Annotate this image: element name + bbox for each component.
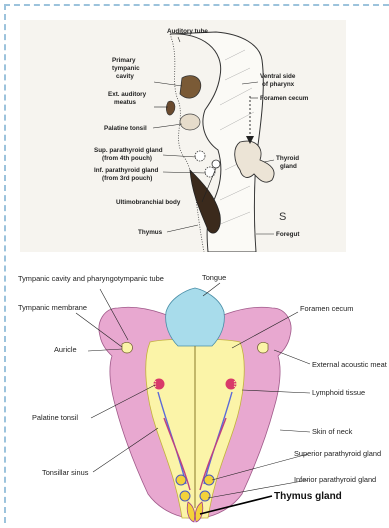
label-ext-auditory-1: Ext. auditory (108, 91, 147, 98)
label-primary-tympanic-2: tympanic (112, 65, 140, 72)
label-palatine-tonsil: Palatine tonsil (32, 413, 78, 422)
foregut-s-mark: S (279, 211, 286, 223)
label-thyroid-1: Thyroid (276, 155, 299, 162)
left-tonsil (152, 379, 165, 390)
dashed-border-top (4, 4, 389, 6)
label-ultimobranchial: Ultimobranchial body (116, 199, 181, 206)
label-tympanic-cavity: Tympanic cavity and pharyngotympanic tub… (18, 274, 164, 283)
primary-tympanic-cavity-shape (180, 76, 201, 98)
right-auricle-shape (258, 342, 268, 353)
label-auricle: Auricle (54, 345, 77, 354)
label-thymus-top: Thymus (138, 229, 163, 236)
label-ventral-side-2: of pharynx (262, 81, 295, 88)
label-thyroid-2: gland (280, 163, 297, 170)
label-foramen-cecum-top: Foramen cecum (260, 95, 309, 102)
label-auditory-tube: Auditory tube (167, 28, 208, 35)
label-tongue: Tongue (202, 273, 226, 282)
ext-auditory-meatus-shape (166, 101, 175, 115)
label-inferior-parathyroid: Inferior parathyroid gland (294, 475, 376, 484)
label-tonsillar-sinus: Tonsillar sinus (42, 468, 89, 477)
label-ventral-side-1: Ventral side (260, 73, 296, 80)
sup-parathyroid-shape (195, 151, 205, 161)
dashed-border-left (4, 4, 6, 523)
label-thymus-gland: Thymus gland (274, 491, 342, 502)
ultimobranchial-shape (212, 160, 220, 168)
label-superior-parathyroid: Superior parathyroid gland (294, 449, 381, 458)
label-external-acoustic: External acoustic meat (312, 360, 387, 369)
label-tympanic-membrane: Tympanic membrane (18, 303, 87, 312)
label-skin-of-neck: Skin of neck (312, 427, 353, 436)
label-sup-parathyroid-1: Sup. parathyroid gland (94, 147, 163, 154)
palatine-tonsil-shape (180, 114, 200, 130)
label-sup-parathyroid-2: (from 4th pouch) (102, 155, 152, 162)
label-lymphoid-tissue: Lymphoid tissue (312, 388, 365, 397)
left-auricle-shape (122, 342, 132, 353)
embryology-pharyngeal-pouch-diagram: S Auditory tube Primary tympanic cavity … (20, 20, 346, 252)
right-tonsil (226, 379, 239, 390)
label-inf-parathyroid-2: (from 3rd pouch) (102, 175, 152, 182)
label-palatine-tonsil-top: Palatine tonsil (104, 125, 147, 132)
inf-parathyroid-shape (205, 167, 215, 177)
label-ext-auditory-2: meatus (114, 99, 137, 106)
label-primary-tympanic-1: Primary (112, 57, 136, 64)
pharynx-wall (170, 34, 204, 252)
label-foregut: Foregut (276, 231, 300, 238)
label-inf-parathyroid-1: Inf. parathyroid gland (94, 167, 159, 174)
label-foramen-cecum: Foramen cecum (300, 304, 353, 313)
tongue-region (166, 288, 225, 346)
label-primary-tympanic-3: cavity (116, 73, 134, 80)
pharyngeal-derivatives-color-diagram: Tympanic cavity and pharyngotympanic tub… (18, 268, 389, 523)
